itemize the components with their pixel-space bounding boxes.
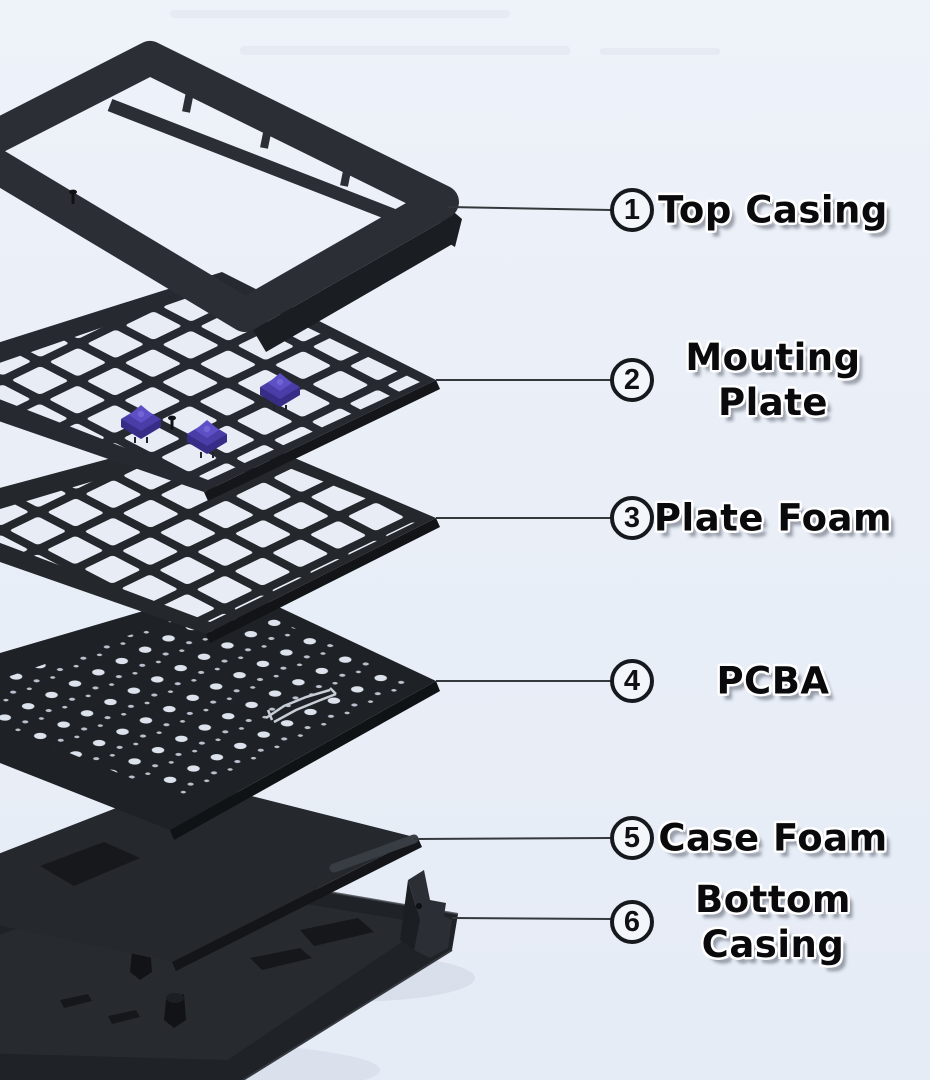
leader-line-1: [447, 206, 612, 211]
part-label: PCBA: [716, 659, 830, 703]
layer-mounting-plate: [0, 272, 440, 501]
callout-plate-foam: 3 Plate Foam: [588, 468, 926, 568]
callout-top-casing: 1 Top Casing: [588, 160, 926, 260]
callout-mounting-plate: 2 Mouting Plate: [588, 330, 926, 430]
callout-pcba: 4 PCBA: [588, 631, 926, 731]
part-number-badge: 2: [610, 358, 654, 402]
callout-bottom-casing: 6 Bottom Casing: [588, 872, 926, 972]
part-label: Bottom Casing: [695, 878, 851, 966]
part-label: Top Casing: [658, 188, 888, 232]
bottom-casing-right-wall: [408, 870, 452, 958]
part-label: Case Foam: [658, 816, 888, 860]
layer-pcba: [0, 585, 440, 840]
dust-streaks: [170, 10, 720, 55]
layer-plate-foam: [0, 428, 440, 643]
leader-line-6: [451, 917, 612, 920]
part-number-badge: 5: [610, 816, 654, 860]
leader-line-5: [413, 837, 611, 840]
bottom-casing-post: [164, 993, 186, 1028]
stabilizer-wire: [265, 687, 337, 724]
part-number-badge: 3: [610, 496, 654, 540]
part-label: Mouting Plate: [685, 336, 861, 424]
callout-case-foam: 5 Case Foam: [588, 788, 926, 888]
part-number-badge: 1: [610, 188, 654, 232]
callout-lines: [413, 206, 616, 920]
part-number-badge: 4: [610, 659, 654, 703]
layer-top-casing: [0, 41, 462, 352]
part-label: Plate Foam: [653, 496, 893, 540]
layer-case-foam: [0, 780, 422, 971]
part-number-badge: 6: [610, 900, 654, 944]
